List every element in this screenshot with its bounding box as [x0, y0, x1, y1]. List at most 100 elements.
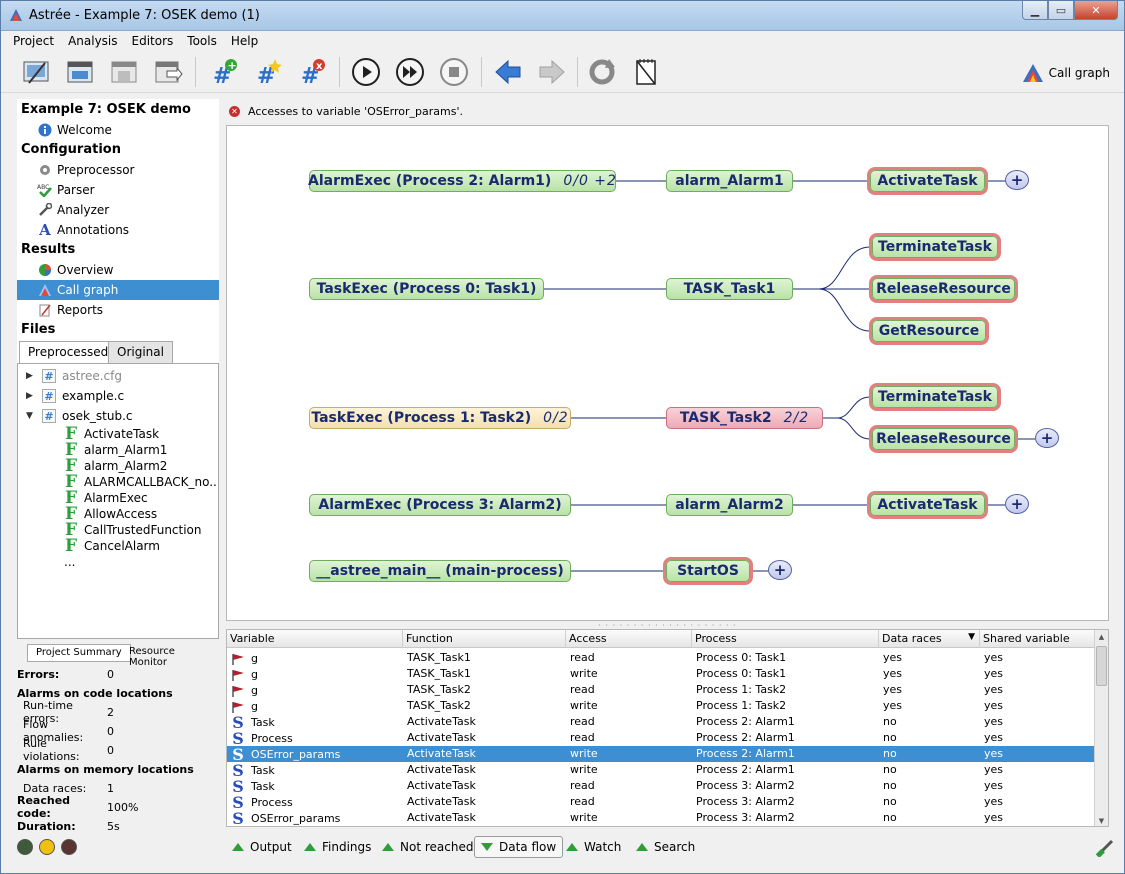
nav-item-welcome[interactable]: Welcome — [17, 120, 219, 140]
fast-forward-button[interactable] — [393, 55, 427, 89]
graph-node-function[interactable]: GetResource — [872, 320, 986, 342]
collapse-arrow-icon[interactable]: ▼ — [26, 411, 33, 421]
stop-analysis-button[interactable] — [437, 55, 471, 89]
graph-node-function[interactable]: TerminateTask — [872, 236, 998, 258]
tab-output[interactable]: Output — [226, 836, 298, 858]
expand-arrow-icon[interactable]: ▶ — [26, 371, 33, 381]
graph-node-function[interactable]: TASK_Task1 — [666, 278, 793, 300]
tab-search[interactable]: Search — [630, 836, 701, 858]
graph-node-process[interactable]: AlarmExec (Process 3: Alarm2) — [309, 494, 571, 516]
minimize-button[interactable]: ▁ — [1022, 1, 1048, 20]
tab-data-flow[interactable]: Data flow — [474, 836, 564, 858]
nav-item-call-graph[interactable]: Call graph — [17, 280, 219, 300]
run-analysis-button[interactable] — [349, 55, 383, 89]
graph-node-function[interactable]: StartOS — [666, 560, 750, 582]
nav-item-overview[interactable]: Overview — [17, 260, 219, 280]
tab-not-reached[interactable]: Not reached — [376, 836, 479, 858]
menu-analysis[interactable]: Analysis — [68, 34, 118, 48]
menu-project[interactable]: Project — [13, 34, 55, 48]
nav-item-preprocessor[interactable]: Preprocessor — [17, 160, 219, 180]
back-button[interactable] — [491, 55, 525, 89]
menu-tools[interactable]: Tools — [187, 34, 217, 48]
graph-node-process[interactable]: __astree_main__ (main-process) — [309, 560, 571, 582]
graph-node-function[interactable]: ActivateTask — [870, 494, 985, 516]
remove-file-button[interactable]: #x — [295, 55, 329, 89]
graph-node-process[interactable]: TaskExec (Process 0: Task1) — [309, 278, 544, 300]
menu-editors[interactable]: Editors — [131, 34, 174, 48]
forward-button[interactable] — [535, 55, 569, 89]
close-button[interactable]: ✕ — [1074, 1, 1118, 20]
graph-node-function[interactable]: alarm_Alarm2 — [666, 494, 793, 516]
column-data-races[interactable]: Data races▼ — [879, 630, 980, 648]
graph-node-process[interactable]: TaskExec (Process 1: Task2)0/2 — [309, 407, 571, 429]
column-process[interactable]: Process — [692, 630, 879, 648]
nav-item-annotations[interactable]: A Annotations — [17, 220, 219, 240]
tree-item-example-c[interactable]: ▶ # example.c — [26, 389, 125, 403]
tab-preprocessed[interactable]: Preprocessed — [19, 341, 118, 364]
tab-original[interactable]: Original — [108, 341, 173, 363]
nav-item-reports[interactable]: Reports — [17, 300, 219, 320]
graph-node-process[interactable]: AlarmExec (Process 2: Alarm1)0/0 +2 — [308, 170, 616, 192]
tree-item-osek-stub-c[interactable]: ▼ # osek_stub.c — [26, 409, 133, 423]
panel-splitter-handle[interactable]: · · · · · · · · · · · · · · · · · · · · — [598, 620, 737, 630]
open-project-button[interactable] — [63, 55, 97, 89]
graph-node-function[interactable]: ReleaseResource — [872, 278, 1015, 300]
maximize-button[interactable]: ▭ — [1048, 1, 1074, 20]
call-graph-view-button[interactable]: Call graph — [1022, 63, 1110, 83]
graph-node-function[interactable]: ReleaseResource — [872, 428, 1015, 450]
new-file-button[interactable]: # — [251, 55, 285, 89]
edit-annotations-button[interactable] — [629, 55, 663, 89]
tree-item-astree-cfg[interactable]: ▶ # astree.cfg — [26, 369, 122, 383]
nav-item-parser[interactable]: ABC Parser — [37, 183, 95, 197]
expand-node-button[interactable]: + — [768, 560, 792, 580]
graph-node-function[interactable]: TerminateTask — [872, 386, 998, 408]
new-project-button[interactable] — [19, 55, 53, 89]
tab-watch[interactable]: Watch — [560, 836, 627, 858]
tab-project-summary[interactable]: Project Summary — [27, 644, 131, 662]
graph-node-function[interactable]: alarm_Alarm1 — [666, 170, 793, 192]
refresh-button[interactable] — [585, 55, 619, 89]
scroll-up-icon[interactable]: ▲ — [1098, 633, 1105, 641]
nav-item-analyzer[interactable]: Analyzer — [17, 200, 219, 220]
table-scrollbar[interactable]: ▲ ▼ — [1094, 630, 1108, 826]
tab-resource-monitor[interactable]: Resource Monitor — [129, 646, 175, 668]
bottom-panel-tabs: Output Findings Not reached Data flow Wa… — [226, 833, 1109, 861]
column-function[interactable]: Function — [403, 630, 566, 648]
menu-help[interactable]: Help — [230, 34, 259, 48]
column-access[interactable]: Access — [566, 630, 692, 648]
scroll-thumb[interactable] — [1096, 646, 1107, 686]
expand-node-button[interactable]: + — [1005, 494, 1029, 514]
scroll-down-icon[interactable]: ▼ — [1098, 817, 1105, 825]
export-project-button[interactable] — [151, 55, 185, 89]
graph-node-function[interactable]: ActivateTask — [870, 170, 985, 192]
save-project-button[interactable] — [107, 55, 141, 89]
expand-node-button[interactable]: + — [1035, 428, 1059, 448]
column-shared-variable[interactable]: Shared variable — [980, 630, 1097, 648]
expand-node-button[interactable]: + — [1005, 170, 1029, 190]
tab-findings[interactable]: Findings — [298, 836, 377, 858]
add-file-button[interactable]: #+ — [207, 55, 241, 89]
clear-brush-icon[interactable] — [1094, 837, 1116, 857]
expand-arrow-icon[interactable]: ▶ — [26, 391, 33, 401]
column-variable[interactable]: Variable — [227, 630, 403, 648]
